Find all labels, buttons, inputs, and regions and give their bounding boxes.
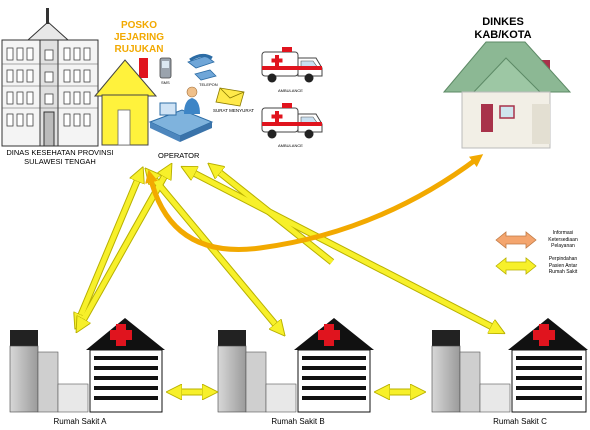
provincial-office-label: DINAS KESEHATAN PROVINSI SULAWESI TENGAH <box>0 148 120 166</box>
legend-info-line3: Pelayanan <box>551 243 575 249</box>
sms-label: SMS <box>161 80 170 85</box>
telepon-label: TELEPON <box>199 82 218 87</box>
mobile-phone-icon <box>159 57 172 79</box>
ambulance-top-label: AMBULANCE <box>278 88 303 93</box>
legend-transfer-line2: Pasien Antar <box>548 262 578 269</box>
ambulance-bottom-icon <box>261 103 323 139</box>
legend-info-line2: Ketersediaan <box>548 236 578 243</box>
arrow-posko-hospital-c <box>188 170 498 330</box>
posko-title-line3: RUJUKAN <box>114 44 164 55</box>
operator-label: OPERATOR <box>158 151 200 160</box>
dinkes-title-line2: KAB/KOTA <box>474 29 532 41</box>
legend-info-line1: Informasi <box>552 230 574 236</box>
provincial-office-building-icon <box>1 8 99 147</box>
arrow-posko-hospital-a-1 <box>78 174 140 322</box>
legend-info-arrow-icon <box>495 231 537 249</box>
arrow-posko-hospital-b <box>150 174 280 330</box>
hospital-a-label: Rumah Sakit A <box>53 417 107 426</box>
posko-title-line1: POSKO <box>120 20 158 31</box>
posko-title: POSKO JEJARING RUJUKAN <box>100 20 178 56</box>
hospital-c-label: Rumah Sakit C <box>493 417 547 426</box>
legend-transfer-line3: Rumah Sakit <box>548 269 578 275</box>
operator-desk-icon <box>148 86 214 142</box>
dinkes-title-line1: DINKES <box>482 16 524 28</box>
ambulance-top-icon <box>261 47 323 83</box>
legend-transfer-label: Perpindahan Pasien Antar Rumah Sakit <box>536 256 590 276</box>
envelope-icon <box>215 87 245 107</box>
hospital-a-icon <box>9 318 165 413</box>
dinkes-house-icon <box>442 41 572 149</box>
hospital-c-icon <box>431 318 588 413</box>
hospital-b-icon <box>217 318 374 413</box>
surat-label: SURAT MENYURAT <box>213 108 255 113</box>
provincial-office-label-line2: SULAWESI TENGAH <box>24 157 96 166</box>
posko-house-icon <box>93 58 158 146</box>
arrow-posko-dinkes-curve <box>145 154 484 252</box>
legend-transfer-arrow-icon <box>495 257 537 275</box>
hospital-b-label: Rumah Sakit B <box>271 417 325 426</box>
legend-transfer-line1: Perpindahan <box>548 256 578 262</box>
posko-title-line2: JEJARING <box>113 32 164 43</box>
ambulance-bottom-label: AMBULANCE <box>278 143 303 148</box>
legend-info-label: Informasi Ketersediaan Pelayanan <box>536 230 590 250</box>
telephone-icon <box>187 53 217 81</box>
provincial-office-label-line1: DINAS KESEHATAN PROVINSI <box>6 148 114 157</box>
dinkes-title: DINKES KAB/KOTA <box>455 16 551 42</box>
